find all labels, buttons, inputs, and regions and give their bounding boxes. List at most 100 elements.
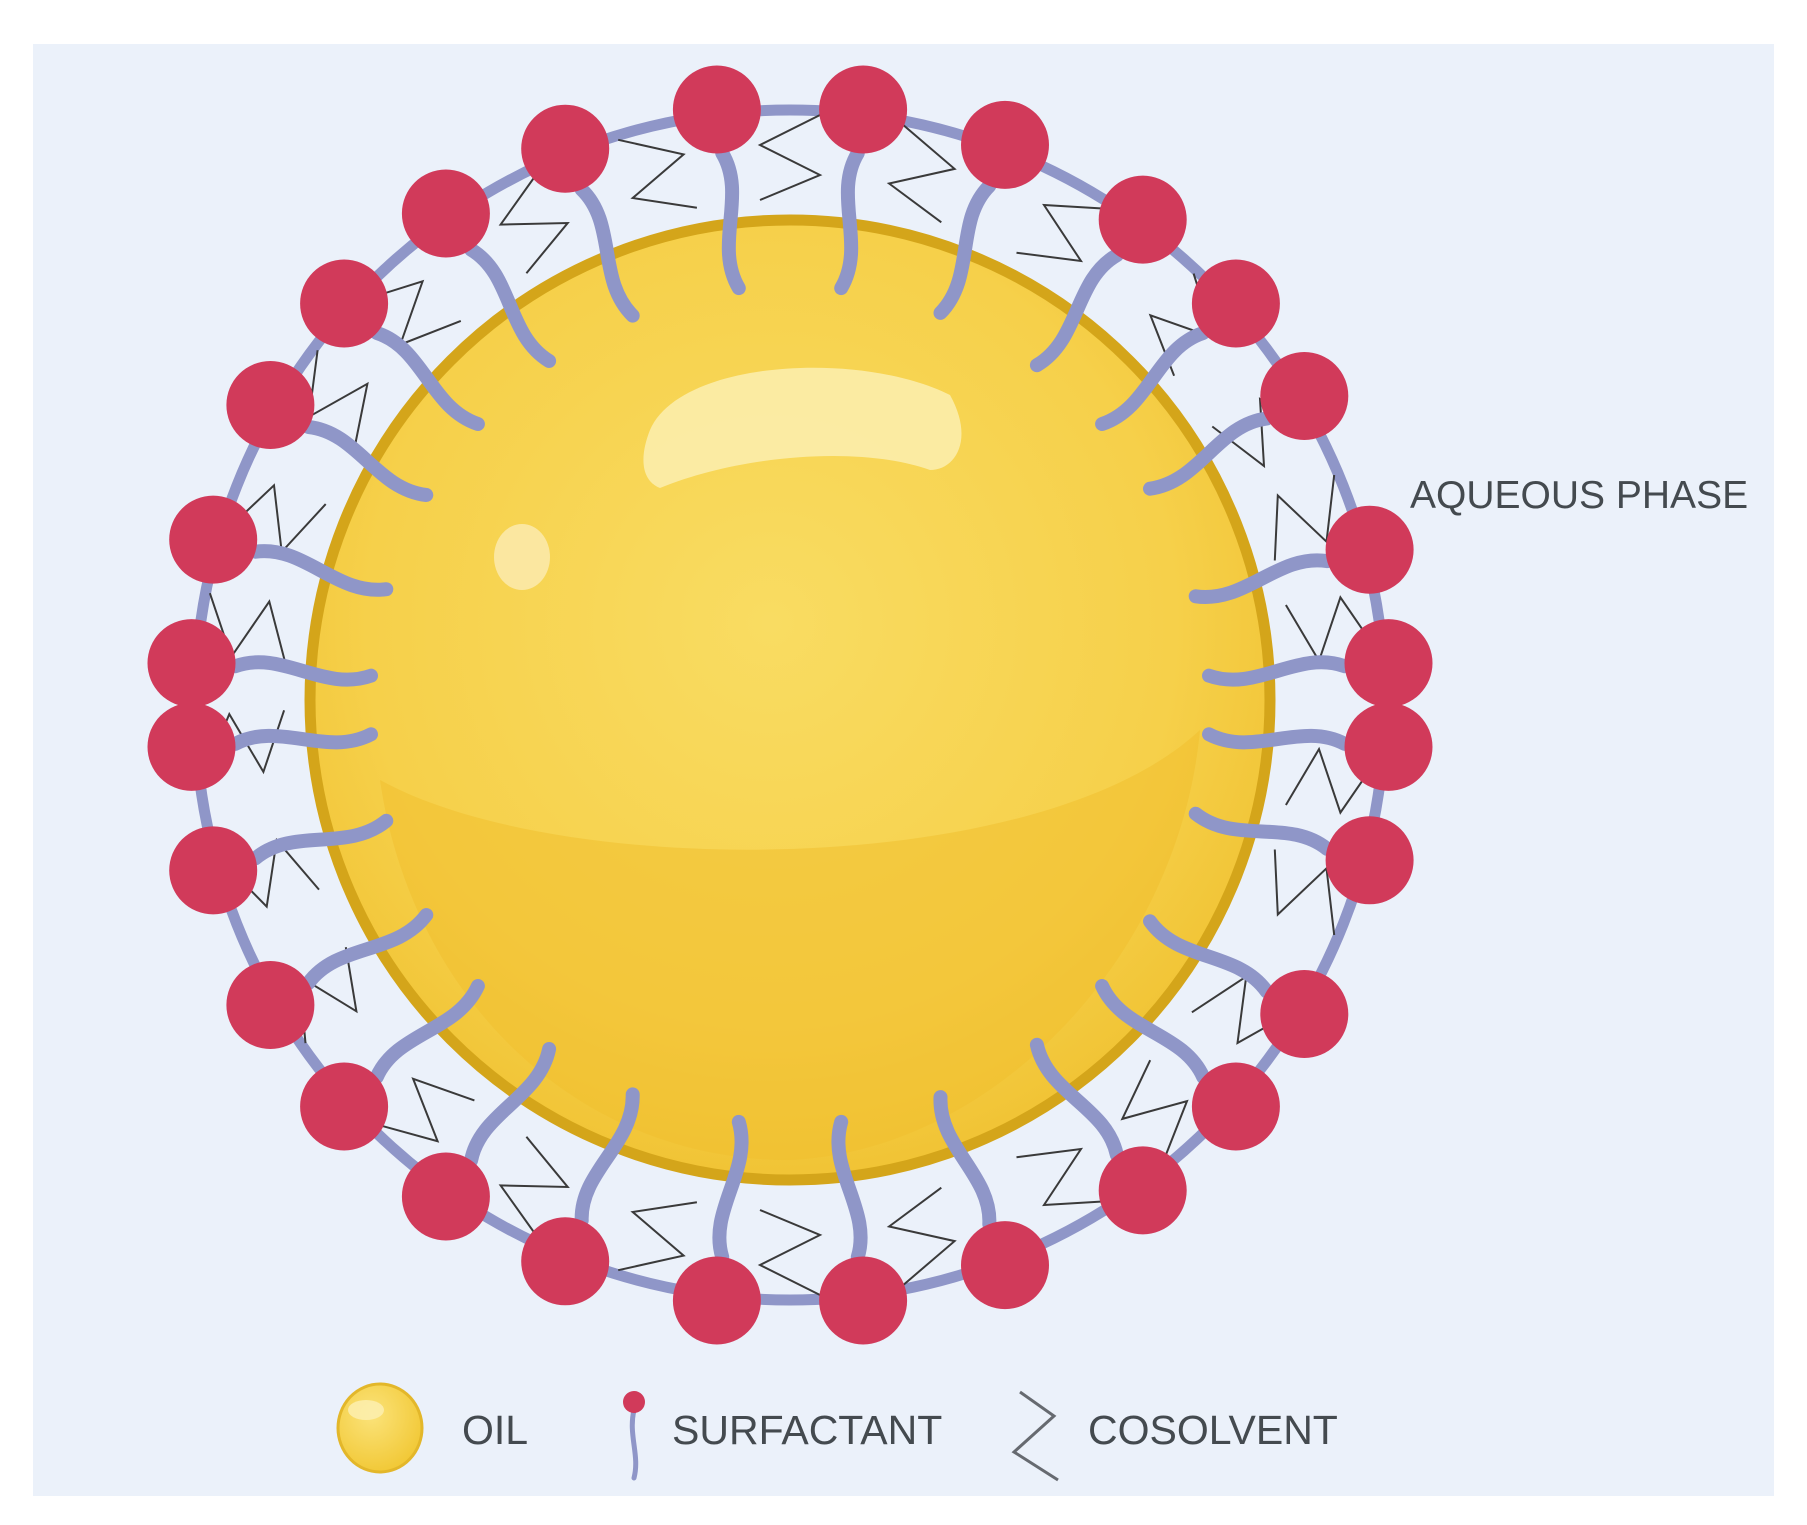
oil-highlight bbox=[643, 367, 962, 488]
surfactant-tail bbox=[715, 146, 746, 296]
cosolvent-molecule bbox=[372, 1077, 475, 1143]
surfactant-molecule bbox=[300, 259, 485, 431]
oil-shading bbox=[380, 730, 1200, 1160]
surfactant-head bbox=[226, 361, 315, 449]
surfactant-molecule bbox=[226, 908, 434, 1049]
cosolvent-molecule bbox=[1273, 849, 1336, 936]
cosolvent-zigzag-icon bbox=[1011, 1390, 1059, 1482]
surfactant-head bbox=[1191, 259, 1280, 348]
surfactant-head bbox=[1191, 1062, 1280, 1151]
surfactant-tail bbox=[464, 1042, 557, 1168]
cosolvent-molecule bbox=[224, 483, 327, 555]
surfactant-tail bbox=[1095, 326, 1211, 431]
surfactant-tail bbox=[248, 544, 394, 597]
surfactant-head bbox=[401, 1152, 490, 1241]
cosolvent-molecule bbox=[757, 114, 823, 201]
surfactant-molecule bbox=[933, 100, 1049, 320]
oil-highlight-small bbox=[494, 524, 550, 590]
surfactant-tail bbox=[1188, 806, 1335, 856]
surfactant-tail bbox=[369, 979, 485, 1084]
cosolvent-molecule bbox=[1016, 203, 1112, 263]
surfactant-head bbox=[300, 1062, 389, 1151]
surfactant-molecule bbox=[1188, 505, 1414, 605]
cosolvent-molecule bbox=[617, 138, 698, 209]
legend-item-cosolvent: COSOLVENT bbox=[1011, 1390, 1338, 1482]
surfactant-molecule bbox=[1095, 979, 1280, 1151]
surfactant-head bbox=[1344, 619, 1433, 708]
surfactant-head bbox=[1098, 1146, 1187, 1235]
surfactant-tail bbox=[933, 178, 997, 320]
cosolvent-molecule bbox=[886, 124, 957, 224]
surfactant-molecule bbox=[933, 1090, 1049, 1310]
surfactant-tail bbox=[574, 182, 640, 323]
surfactant-head bbox=[1344, 702, 1433, 791]
surfactant-head bbox=[401, 169, 490, 258]
surfactant-icon bbox=[623, 1391, 645, 1481]
cosolvent-molecule bbox=[886, 1186, 957, 1286]
cosolvent-molecule bbox=[1285, 595, 1380, 664]
legend-label-oil: OIL bbox=[462, 1407, 528, 1453]
surfactant-tail bbox=[831, 1114, 868, 1264]
surfactant-head bbox=[1098, 175, 1187, 264]
surfactant-molecule bbox=[1029, 175, 1187, 373]
surfactant-tail bbox=[574, 1087, 640, 1228]
cosolvent-molecule bbox=[498, 1136, 570, 1241]
surfactant-tail bbox=[1202, 727, 1352, 751]
surfactant-tail bbox=[228, 727, 378, 751]
surfactant-molecule bbox=[1188, 806, 1414, 905]
surfactant-tail bbox=[1029, 248, 1124, 373]
surfactant-molecule bbox=[401, 169, 557, 368]
surfactant-molecule bbox=[672, 65, 761, 296]
surfactant-head bbox=[147, 702, 236, 791]
surfactant-tail bbox=[1095, 979, 1211, 1084]
surfactant-tail bbox=[464, 242, 557, 368]
surfactant-head bbox=[1260, 970, 1349, 1058]
cosolvent-molecule bbox=[1285, 746, 1380, 815]
cosolvent-molecule bbox=[617, 1201, 698, 1272]
surfactant-head bbox=[521, 1217, 610, 1306]
surfactant-head bbox=[1260, 352, 1349, 440]
surfactant-tail bbox=[301, 908, 434, 990]
surfactant-molecule bbox=[521, 104, 640, 323]
surfactant-head bbox=[1325, 816, 1414, 905]
surfactant-molecule bbox=[226, 361, 434, 502]
surfactant-tail bbox=[301, 420, 434, 502]
cosolvent-molecule bbox=[1016, 1147, 1112, 1207]
surfactant-molecule bbox=[1143, 352, 1349, 496]
surfactant-head bbox=[819, 1256, 908, 1345]
surfactant-head bbox=[300, 259, 389, 348]
surfactant-molecule bbox=[521, 1087, 640, 1306]
legend-item-surfactant: SURFACTANT bbox=[623, 1391, 942, 1481]
surfactant-tail bbox=[248, 813, 394, 866]
surfactant-molecule bbox=[1202, 702, 1433, 791]
surfactant-head bbox=[1325, 505, 1414, 594]
oil-core bbox=[304, 214, 1276, 1186]
surfactant-head bbox=[672, 65, 761, 154]
surfactant-tail bbox=[1188, 553, 1335, 605]
surfactant-molecule bbox=[1202, 619, 1433, 708]
surfactant-tail bbox=[1143, 411, 1274, 496]
legend-item-oil: OIL bbox=[336, 1382, 528, 1474]
surfactant-tail bbox=[228, 655, 378, 687]
surfactant-tail bbox=[1029, 1037, 1124, 1162]
surfactant-molecule bbox=[1143, 914, 1349, 1058]
surfactant-tail bbox=[1202, 655, 1352, 687]
surfactant-head bbox=[521, 104, 610, 193]
surfactant-tail bbox=[369, 326, 485, 431]
surfactant-molecule bbox=[672, 1114, 761, 1345]
legend-label-cosolvent: COSOLVENT bbox=[1088, 1407, 1338, 1453]
surfactant-tail bbox=[834, 146, 865, 296]
surfactant-molecule bbox=[147, 702, 378, 791]
surfactant-tail bbox=[712, 1114, 749, 1264]
surfactant-tail bbox=[1143, 914, 1274, 999]
cosolvent-molecule bbox=[757, 1209, 823, 1296]
surfactant-molecule bbox=[1095, 259, 1280, 431]
surfactant-head bbox=[169, 826, 258, 915]
cosolvent-molecule bbox=[1120, 1059, 1189, 1164]
surfactant-molecule bbox=[819, 1114, 908, 1345]
cosolvent-molecule bbox=[307, 350, 369, 448]
surfactant-tail bbox=[933, 1090, 997, 1232]
cosolvent-molecule bbox=[208, 592, 287, 665]
cosolvent-molecule bbox=[358, 279, 462, 347]
legend: OIL SURFACTANT COSOLVENT bbox=[336, 1382, 1338, 1482]
